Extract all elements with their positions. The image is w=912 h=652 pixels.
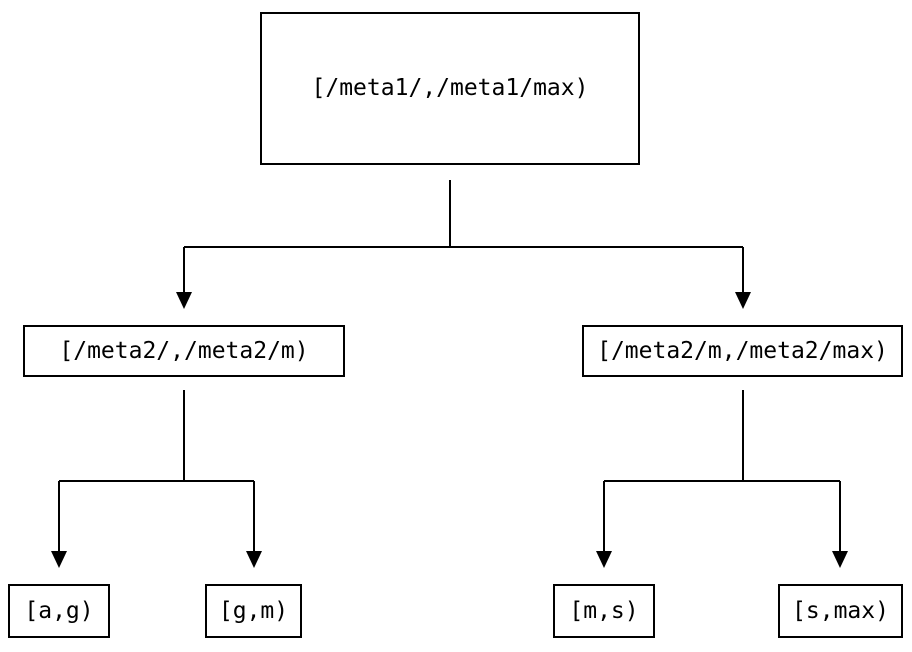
- leaf-node-ms-label: [m,s): [569, 597, 639, 624]
- root-node-label: [/meta1/,/meta1/max): [311, 75, 589, 101]
- leaf-node-gm: [g,m): [205, 584, 302, 638]
- arrowhead-to-leaf-ms-icon: [596, 551, 612, 568]
- arrowhead-to-leaf-ag-icon: [51, 551, 67, 568]
- leaf-node-ms: [m,s): [553, 584, 655, 638]
- leaf-node-ag: [a,g): [8, 584, 110, 638]
- root-node: [/meta1/,/meta1/max): [260, 12, 640, 165]
- leaf-node-gm-label: [g,m): [218, 597, 289, 624]
- leaf-node-ag-label: [a,g): [24, 597, 94, 624]
- arrowhead-to-leaf-smax-icon: [832, 551, 848, 568]
- right-child-node: [/meta2/m,/meta2/max): [582, 325, 903, 377]
- leaf-node-smax: [s,max): [778, 584, 903, 638]
- arrowhead-to-leaf-gm-icon: [246, 551, 262, 568]
- arrowhead-to-right-child-icon: [735, 292, 751, 309]
- left-child-node: [/meta2/,/meta2/m): [23, 325, 345, 377]
- arrowhead-to-left-child-icon: [176, 292, 192, 309]
- leaf-node-smax-label: [s,max): [792, 597, 889, 624]
- right-child-node-label: [/meta2/m,/meta2/max): [597, 337, 888, 364]
- left-child-node-label: [/meta2/,/meta2/m): [59, 337, 309, 364]
